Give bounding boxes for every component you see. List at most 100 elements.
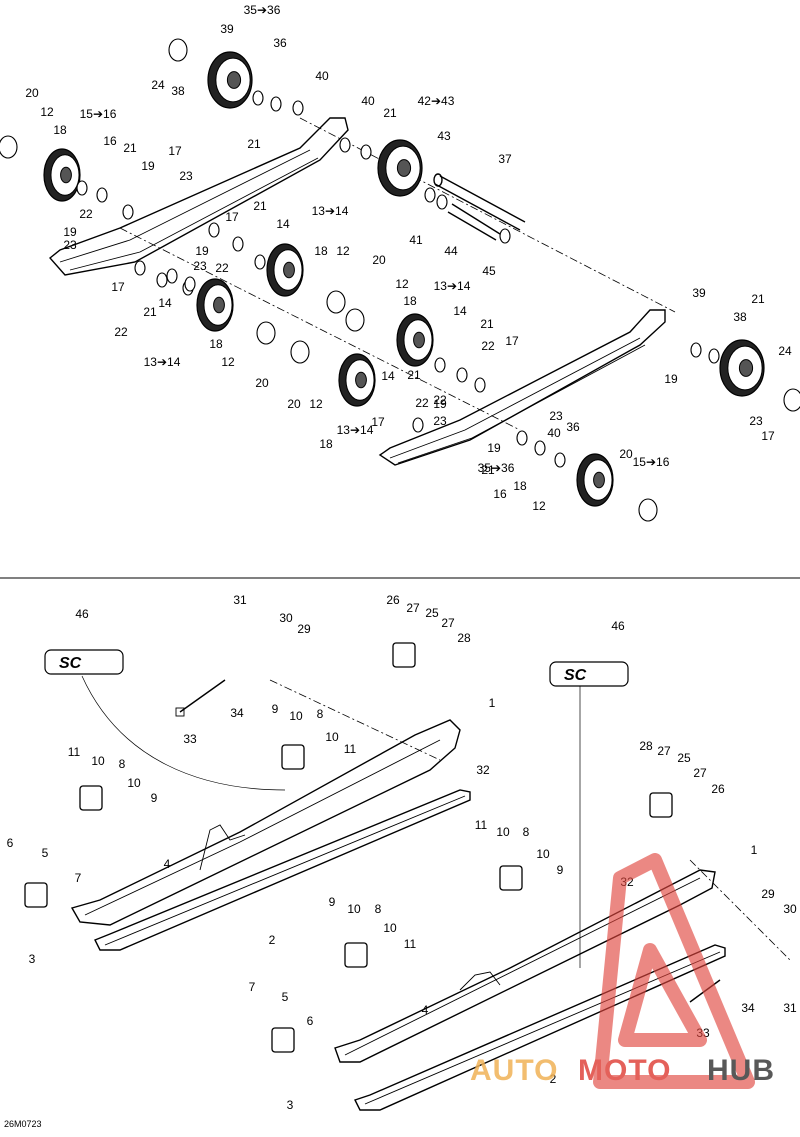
washer-2 bbox=[122, 204, 134, 220]
top-callout-30: 20 bbox=[372, 253, 386, 267]
bottom-callout-7: 27 bbox=[441, 616, 455, 630]
watermark-text-a: AUTO bbox=[470, 1054, 558, 1087]
washer-25 bbox=[708, 348, 720, 364]
bottom-callout-57: 3 bbox=[287, 1098, 294, 1112]
washer-12 bbox=[424, 187, 436, 203]
top-callout-59: 17 bbox=[371, 415, 385, 429]
top-callout-9: 15➔16 bbox=[80, 107, 117, 121]
top-callout-48: 14 bbox=[453, 304, 467, 318]
right-runner bbox=[354, 944, 726, 1111]
bracket-3 bbox=[499, 865, 523, 891]
top-callout-46: 18 bbox=[403, 294, 417, 308]
washer-17 bbox=[434, 357, 446, 373]
top-callout-12: 19 bbox=[141, 159, 155, 173]
end-cap-3 bbox=[290, 340, 310, 364]
bottom-callout-17: 32 bbox=[476, 763, 490, 777]
top-callout-49: 21 bbox=[480, 317, 494, 331]
top-callout-45: 12 bbox=[395, 277, 409, 291]
top-callout-28: 18 bbox=[314, 244, 328, 258]
wheel-1 bbox=[43, 148, 81, 202]
bottom-callout-34: 26 bbox=[711, 782, 725, 796]
top-callout-36: 22 bbox=[114, 325, 128, 339]
end-cap-4 bbox=[326, 290, 346, 314]
bottom-callout-15: 10 bbox=[325, 730, 339, 744]
top-callout-61: 23 bbox=[433, 414, 447, 428]
watermark-text-b: MOTO bbox=[578, 1054, 671, 1087]
top-callout-42: 41 bbox=[409, 233, 423, 247]
washer-16 bbox=[456, 367, 468, 383]
bottom-callout-44: 8 bbox=[375, 902, 382, 916]
bracket-7 bbox=[271, 1027, 295, 1053]
decal-right: SC bbox=[549, 661, 629, 687]
bottom-callout-40: 9 bbox=[557, 863, 564, 877]
top-callout-24: 17 bbox=[225, 210, 239, 224]
bottom-callout-32: 25 bbox=[677, 751, 691, 765]
bottom-callout-5: 27 bbox=[406, 601, 420, 615]
bottom-callout-11: 33 bbox=[183, 732, 197, 746]
end-cap-5 bbox=[345, 308, 365, 332]
top-callout-79: 20 bbox=[619, 447, 633, 461]
top-callout-77: 18 bbox=[513, 479, 527, 493]
top-callout-65: 35➔36 bbox=[478, 461, 515, 475]
top-callout-80: 15➔16 bbox=[633, 455, 670, 469]
washer-26 bbox=[184, 276, 196, 292]
bottom-callout-22: 9 bbox=[151, 791, 158, 805]
top-callout-26: 14 bbox=[276, 217, 290, 231]
top-callout-7: 12 bbox=[40, 105, 54, 119]
top-callout-74: 22 bbox=[433, 393, 447, 407]
bottom-callout-50: 31 bbox=[783, 1001, 797, 1015]
top-callout-52: 20 bbox=[287, 397, 301, 411]
bottom-callout-10: 34 bbox=[230, 706, 244, 720]
right-rail bbox=[378, 309, 666, 466]
top-callout-38: 13➔14 bbox=[144, 355, 181, 369]
top-callout-11: 21 bbox=[123, 141, 137, 155]
bottom-callout-45: 10 bbox=[383, 921, 397, 935]
bottom-callout-33: 27 bbox=[693, 766, 707, 780]
end-cap-7 bbox=[783, 388, 800, 412]
top-callout-66: 36 bbox=[566, 420, 580, 434]
washer-3 bbox=[208, 222, 220, 238]
bottom-callout-14: 8 bbox=[317, 707, 324, 721]
washer-15 bbox=[474, 377, 486, 393]
bracket-1 bbox=[281, 744, 305, 770]
wheel-2 bbox=[266, 243, 304, 297]
bottom-callout-39: 10 bbox=[536, 847, 550, 861]
top-callout-17: 23 bbox=[63, 238, 77, 252]
bottom-callout-35: 1 bbox=[751, 843, 758, 857]
bottom-callout-13: 10 bbox=[289, 709, 303, 723]
top-callout-62: 19 bbox=[487, 441, 501, 455]
left-slide-rail bbox=[70, 719, 461, 926]
top-callout-29: 12 bbox=[336, 244, 350, 258]
left-runner bbox=[94, 789, 471, 951]
top-callout-35: 21 bbox=[143, 305, 157, 319]
bracket-0 bbox=[79, 785, 103, 811]
decal-text-left: SC bbox=[59, 655, 82, 672]
top-callout-6: 20 bbox=[25, 86, 39, 100]
top-callout-73: 17 bbox=[761, 429, 775, 443]
top-callout-67: 39 bbox=[692, 286, 706, 300]
bottom-callout-49: 34 bbox=[741, 1001, 755, 1015]
bracket-6 bbox=[24, 882, 48, 908]
top-callout-41: 20 bbox=[255, 376, 269, 390]
washer-24 bbox=[690, 342, 702, 358]
bottom-callout-1: 31 bbox=[233, 593, 247, 607]
bracket-2 bbox=[392, 642, 416, 668]
bottom-callout-47: 29 bbox=[761, 887, 775, 901]
top-callout-1: 39 bbox=[220, 22, 234, 36]
bottom-callout-8: 28 bbox=[457, 631, 471, 645]
bottom-callout-6: 25 bbox=[425, 606, 439, 620]
top-callout-43: 44 bbox=[444, 244, 458, 258]
washer-27 bbox=[166, 268, 178, 284]
bottom-callout-54: 6 bbox=[307, 1014, 314, 1028]
left-rail bbox=[48, 117, 349, 276]
washer-14 bbox=[499, 228, 511, 244]
washer-7 bbox=[156, 272, 168, 288]
wheel-5 bbox=[396, 313, 434, 367]
top-callout-31: 22 bbox=[215, 261, 229, 275]
top-callout-63: 23 bbox=[549, 409, 563, 423]
top-callout-51: 17 bbox=[505, 334, 519, 348]
bottom-callout-30: 28 bbox=[639, 739, 653, 753]
washer-10 bbox=[339, 137, 351, 153]
washer-23 bbox=[270, 96, 282, 112]
washer-1 bbox=[96, 187, 108, 203]
